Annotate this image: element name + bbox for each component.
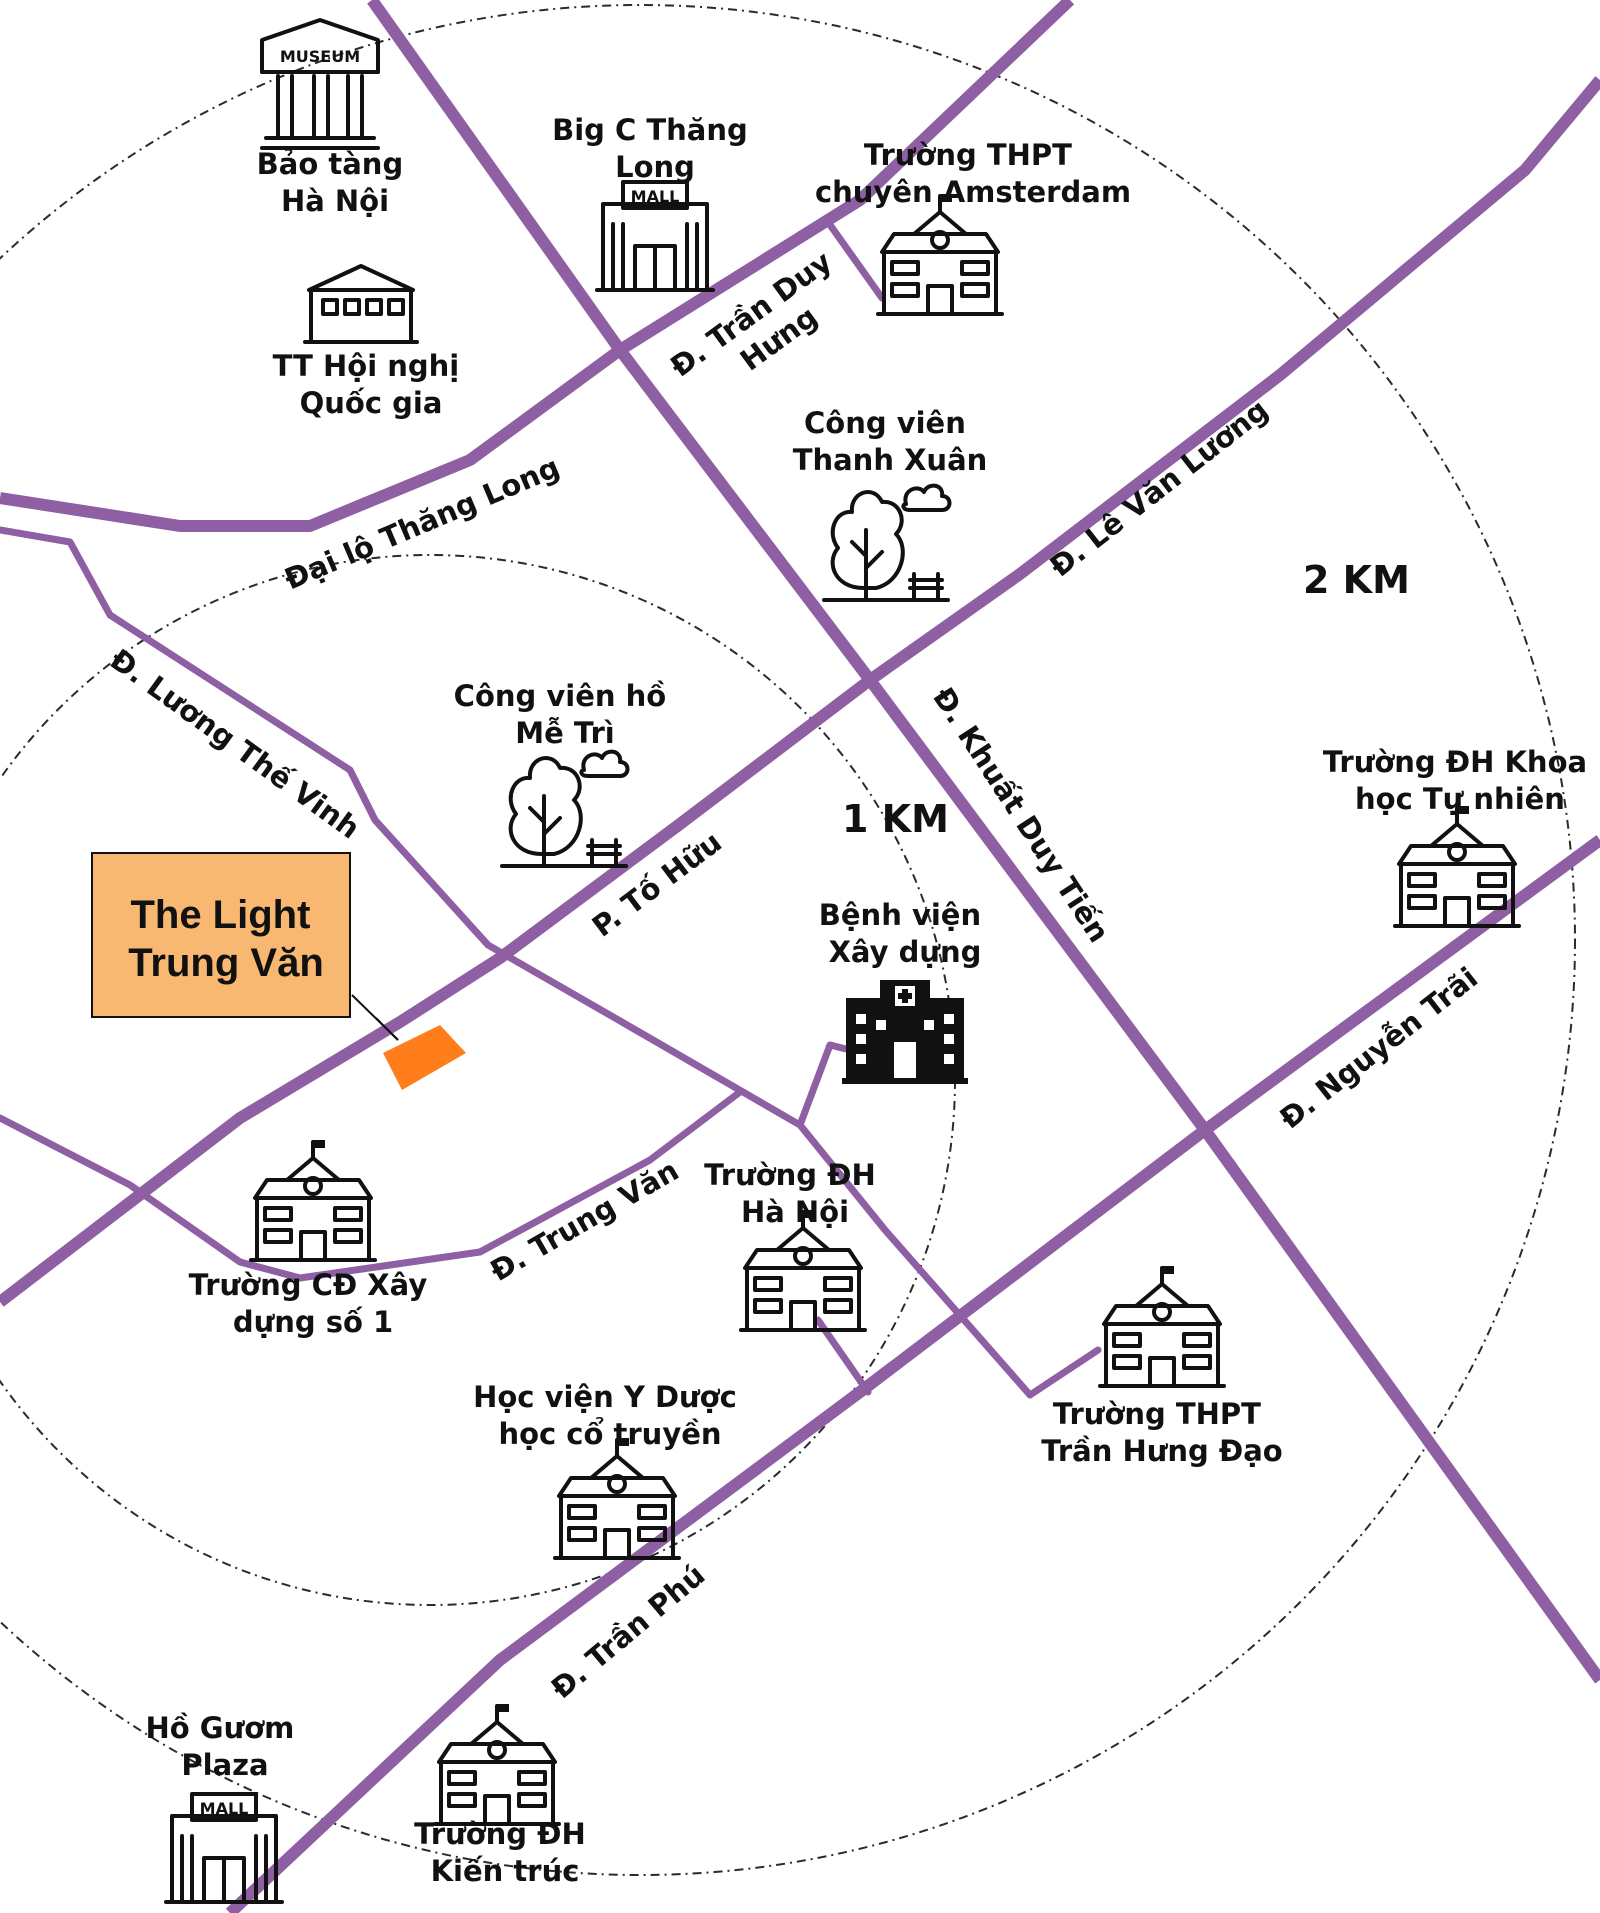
hospital-icon bbox=[842, 980, 968, 1084]
road-label-le-van-luong: Đ. Lê Văn Lương bbox=[1043, 392, 1274, 583]
poi-label: Trường ĐH Hà Nội bbox=[704, 1158, 886, 1229]
poi-hocvien[interactable]: Học viện Y Dược học cổ truyền bbox=[473, 1380, 747, 1560]
poi-label: Bảo tàng Hà Nội bbox=[257, 147, 414, 218]
road-nguyen-trai-tran-phu bbox=[225, 835, 1600, 1913]
road-tran-hung-dao-branch bbox=[1026, 1346, 1102, 1399]
road-dai-lo-thang-long bbox=[0, 0, 1075, 532]
poi-museum[interactable]: MUSEUM Bảo tàng Hà Nội bbox=[257, 18, 414, 218]
svg-text:MALL: MALL bbox=[631, 187, 680, 206]
project-label-pointer bbox=[375, 1017, 399, 1041]
poi-kientruc[interactable]: Trường ĐH Kiến trúc bbox=[414, 1702, 596, 1888]
svg-text:MALL: MALL bbox=[200, 1799, 249, 1818]
poi-label: Bệnh viện Xây dựng bbox=[819, 898, 991, 969]
road-label-tran-phu: Đ. Trần Phú bbox=[545, 1558, 712, 1706]
poi-label: Trường ĐH Khoa học Tự nhiên bbox=[1323, 745, 1597, 816]
park-icon bbox=[500, 749, 630, 868]
poi-hoinghi[interactable]: TT Hội nghị Quốc gia bbox=[273, 264, 470, 420]
poi-label: Hồ Gươm Plaza bbox=[146, 1711, 305, 1782]
poi-amsterdam[interactable]: Trường THPT chuyên Amsterdam bbox=[815, 138, 1131, 316]
poi-cdxd[interactable]: Trường CĐ Xây dựng số 1 bbox=[189, 1138, 438, 1339]
poi-bigc[interactable]: Big C Thăng Long MALL bbox=[552, 113, 758, 292]
poi-thanhxuan-park[interactable]: Công viên Thanh Xuân bbox=[793, 406, 988, 602]
poi-label: TT Hội nghị Quốc gia bbox=[273, 349, 470, 420]
road-trung-van bbox=[0, 1088, 744, 1282]
park-icon bbox=[822, 483, 952, 602]
distance-label-1km: 1 KM bbox=[842, 797, 949, 841]
project-name-line1: The Light bbox=[130, 893, 310, 937]
road-label-trung-van: Đ. Trung Văn bbox=[485, 1153, 685, 1288]
road-label-nguyen-trai: Đ. Nguyễn Trãi bbox=[1273, 960, 1484, 1135]
distance-label-2km: 2 KM bbox=[1303, 558, 1410, 602]
poi-label: Trường THPT Trần Hưng Đạo bbox=[1041, 1397, 1282, 1468]
school-icon bbox=[249, 1138, 377, 1262]
convention-center-icon bbox=[303, 264, 419, 344]
poi-hospital[interactable]: Bệnh viện Xây dựng bbox=[819, 898, 991, 1084]
poi-label: Công viên Thanh Xuân bbox=[793, 406, 988, 477]
road-dhhn-branch bbox=[814, 1316, 872, 1396]
project-name-line2: Trung Văn bbox=[128, 941, 324, 985]
poi-metri-park[interactable]: Công viên hồ Mễ Trì bbox=[454, 679, 677, 868]
poi-label: Trường THPT chuyên Amsterdam bbox=[815, 138, 1131, 209]
poi-label: Học viện Y Dược học cổ truyền bbox=[473, 1380, 747, 1451]
road-label-luong-the-vinh: Đ. Lương Thế Vinh bbox=[104, 642, 366, 845]
road-luong-the-vinh bbox=[0, 526, 1034, 1399]
project-name: The Light Trung Văn bbox=[128, 893, 324, 985]
distance-ring-2km bbox=[0, 4, 1576, 1876]
poi-tranhungdao[interactable]: Trường THPT Trần Hưng Đạo bbox=[1041, 1264, 1283, 1468]
museum-icon: MUSEUM bbox=[260, 18, 380, 150]
svg-text:MUSEUM: MUSEUM bbox=[280, 47, 360, 66]
poi-label: Big C Thăng Long bbox=[552, 113, 758, 184]
school-icon bbox=[553, 1436, 681, 1560]
poi-khtn[interactable]: Trường ĐH Khoa học Tự nhiên bbox=[1323, 745, 1597, 928]
project-site-marker[interactable] bbox=[383, 1025, 466, 1090]
project-label-box[interactable] bbox=[91, 852, 351, 1018]
poi-label: Công viên hồ Mễ Trì bbox=[454, 679, 677, 750]
school-icon bbox=[1098, 1264, 1226, 1388]
mall-icon: MALL bbox=[164, 1792, 284, 1904]
poi-hoguom[interactable]: Hồ Gươm Plaza MALL bbox=[146, 1711, 305, 1904]
school-icon bbox=[433, 1702, 561, 1826]
poi-label: Trường ĐH Kiến trúc bbox=[414, 1817, 596, 1888]
poi-label: Trường CĐ Xây dựng số 1 bbox=[189, 1268, 438, 1339]
poi-dhhn[interactable]: Trường ĐH Hà Nội bbox=[704, 1158, 886, 1332]
mall-icon: MALL bbox=[595, 180, 715, 292]
school-icon bbox=[1393, 804, 1521, 928]
road-to-huu-le-van-luong bbox=[0, 76, 1600, 1307]
school-icon bbox=[876, 192, 1004, 316]
road-amsterdam-branch bbox=[824, 218, 886, 302]
